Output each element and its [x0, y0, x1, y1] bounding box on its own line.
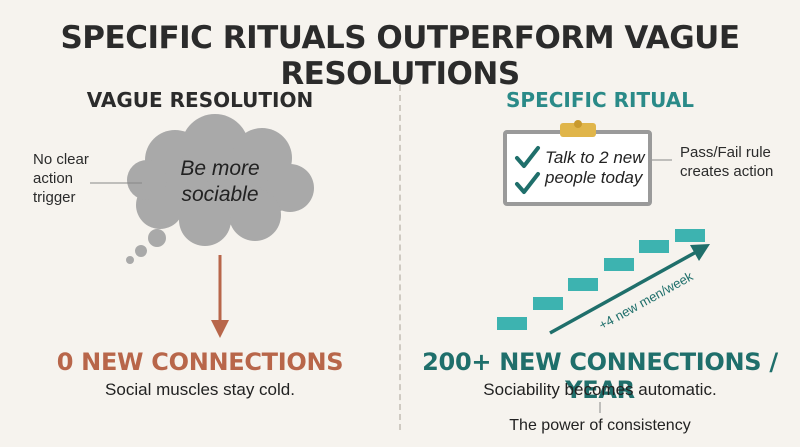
check-item: Talk to 2 new [545, 148, 645, 167]
note-line: trigger [33, 189, 76, 206]
automatic-caption: Sociability becomes automatic. [483, 380, 717, 399]
thought-cloud-icon [126, 114, 314, 264]
note-line: action [33, 170, 74, 187]
connections-per-year-result: 200+ NEW CONNECTIONS / YEAR [422, 348, 778, 404]
cloud-text-line2: sociable [181, 183, 259, 206]
zero-connections-result: 0 NEW CONNECTIONS [56, 348, 344, 376]
zero-connections-caption: Social muscles stay cold. [105, 380, 295, 399]
note-line: No clear [33, 151, 89, 168]
note-line: creates action [680, 163, 774, 180]
pass-fail-note: Pass/Fail rule creates action [680, 143, 773, 181]
cloud-text-line1: Be more [180, 157, 260, 180]
note-line: Pass/Fail rule [680, 144, 771, 161]
vague-heading: VAGUE RESOLUTION [86, 88, 314, 112]
cloud-text: Be more sociable [150, 156, 290, 208]
clipboard-text: Talk to 2 new people today [545, 148, 645, 188]
trend-arrow-icon [549, 244, 710, 335]
specific-heading: SPECIFIC RITUAL [506, 88, 694, 112]
check-icon [515, 146, 540, 194]
down-arrow-icon [211, 255, 229, 338]
staircase-steps [497, 229, 705, 330]
page-title: SPECIFIC RITUALS OUTPERFORM VAGUE RESOLU… [60, 20, 740, 92]
consistency-footnote: The power of consistency [509, 417, 691, 434]
clipboard-icon [503, 120, 652, 206]
check-item: people today [545, 168, 643, 187]
no-trigger-note: No clear action trigger [33, 150, 89, 207]
center-divider [399, 85, 401, 430]
